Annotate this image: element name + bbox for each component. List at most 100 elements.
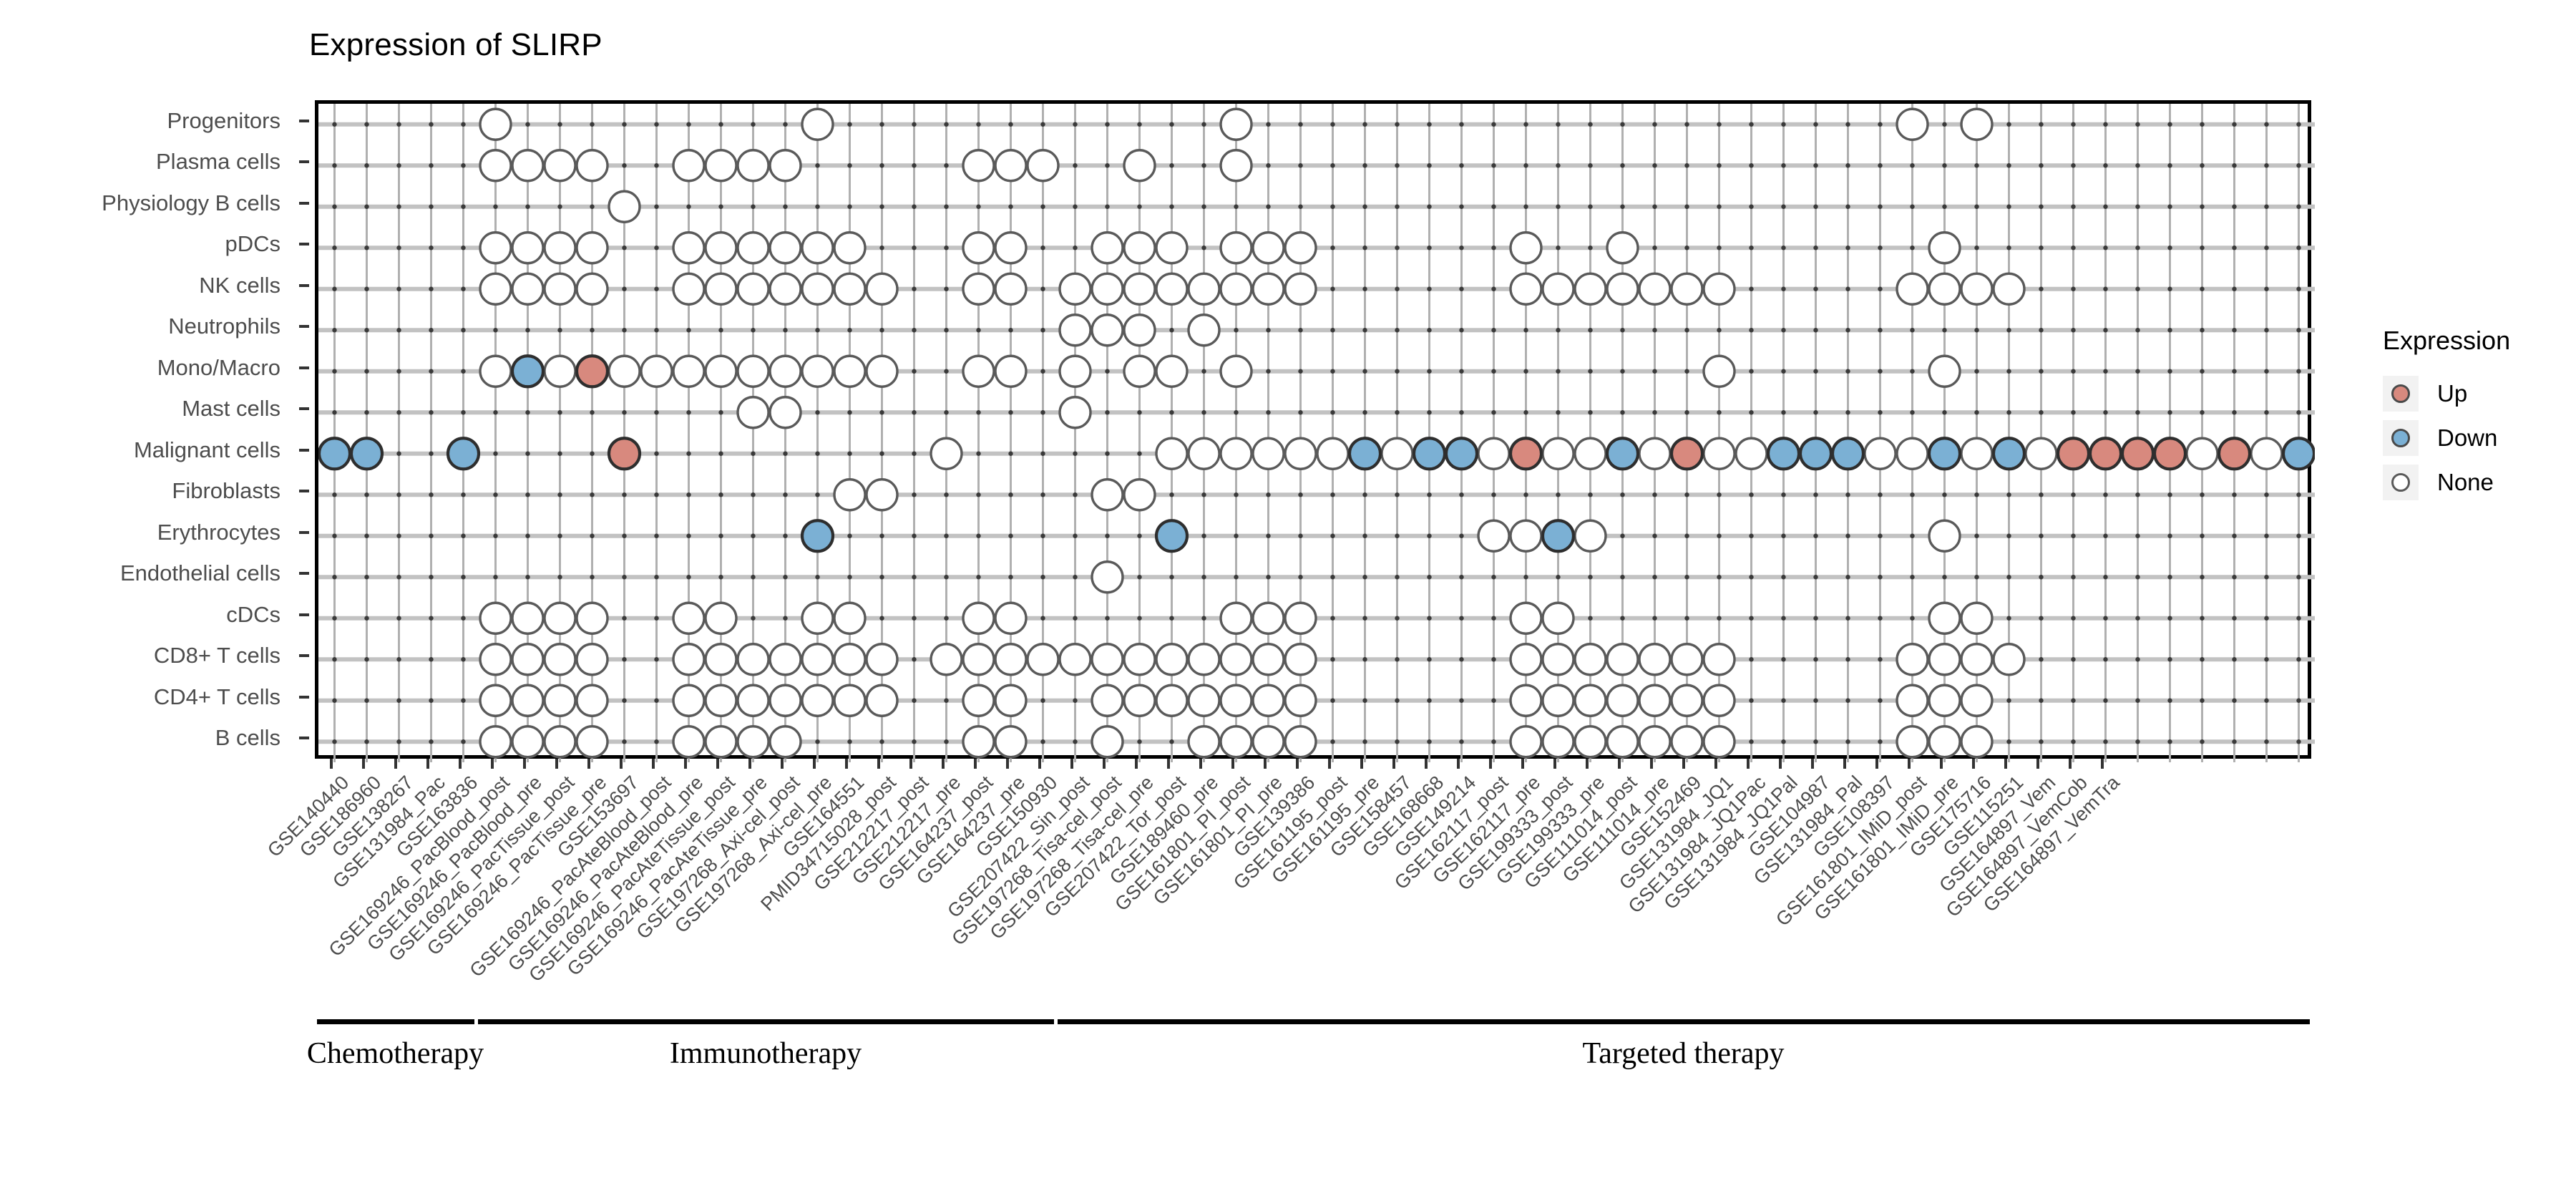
group-label: Chemotherapy: [306, 1037, 484, 1070]
x-axis-tick: [1682, 759, 1685, 769]
group-bracket: [477, 1019, 1054, 1024]
x-axis-tick: [1295, 759, 1299, 769]
legend-label: None: [2437, 469, 2494, 495]
x-axis-tick: [1199, 759, 1202, 769]
plot-panel: [315, 100, 2315, 762]
x-axis-tick: [1327, 759, 1331, 769]
x-axis-tick: [1553, 759, 1556, 769]
x-axis-tick: [2068, 759, 2072, 769]
group-label: Targeted therapy: [1582, 1037, 1785, 1070]
y-axis-label: Mast cells: [182, 396, 280, 422]
y-axis-label: B cells: [215, 725, 280, 751]
y-axis-tick: [299, 160, 309, 164]
y-axis-tick: [299, 243, 309, 246]
x-axis-tick: [1166, 759, 1170, 769]
group-bracket: [1057, 1019, 2310, 1024]
x-axis-tick: [1843, 759, 1846, 769]
x-axis-tick: [2004, 759, 2007, 769]
legend-title: Expression: [2383, 326, 2511, 355]
x-axis-tick: [2036, 759, 2039, 769]
legend-item[interactable]: None: [2383, 460, 2569, 505]
x-axis-tick: [1778, 759, 1782, 769]
legend-item[interactable]: Down: [2383, 416, 2569, 460]
y-axis-label: cDCs: [226, 601, 280, 627]
page-title: Expression of SLIRP: [309, 27, 602, 62]
y-axis-label: Physiology B cells: [102, 190, 280, 215]
x-axis-tick: [426, 759, 429, 769]
y-axis-tick: [299, 695, 309, 699]
x-axis-tick: [973, 759, 977, 769]
x-axis-tick: [1070, 759, 1073, 769]
x-axis-tick: [683, 759, 687, 769]
y-axis-tick: [299, 325, 309, 329]
y-axis-label: CD4+ T cells: [153, 684, 280, 709]
y-axis-tick: [299, 448, 309, 452]
x-axis-tick: [941, 759, 945, 769]
x-axis-tick: [1810, 759, 1814, 769]
y-axis-tick: [299, 283, 309, 287]
x-axis-tick: [555, 759, 558, 769]
x-axis-tick: [1360, 759, 1363, 769]
x-axis-tick: [1875, 759, 1878, 769]
x-axis-tick: [1585, 759, 1589, 769]
x-axis-tick: [1231, 759, 1234, 769]
legend-item[interactable]: Up: [2383, 371, 2569, 416]
y-axis-label: Neutrophils: [168, 314, 280, 339]
y-axis-tick: [299, 407, 309, 411]
x-axis-tick: [1488, 759, 1492, 769]
legend-swatch: [2383, 376, 2419, 412]
x-axis-tick: [394, 759, 397, 769]
x-axis-tick: [329, 759, 333, 769]
x-axis-tick: [1456, 759, 1460, 769]
legend-dot-icon: [2391, 384, 2410, 403]
x-axis-tick: [2100, 759, 2104, 769]
y-axis-label: Plasma cells: [156, 149, 280, 175]
x-axis-tick: [716, 759, 719, 769]
x-axis-tick: [877, 759, 880, 769]
legend-swatch: [2383, 420, 2419, 456]
y-axis-label: NK cells: [199, 272, 280, 298]
x-axis-tick: [1392, 759, 1395, 769]
legend-label: Up: [2437, 380, 2468, 407]
x-axis-tick: [619, 759, 623, 769]
legend-swatch: [2383, 465, 2419, 500]
x-axis-tick: [1102, 759, 1106, 769]
y-axis-tick: [299, 119, 309, 122]
y-axis-tick: [299, 613, 309, 616]
group-label: Immunotherapy: [669, 1037, 862, 1070]
x-axis-tick: [1521, 759, 1524, 769]
x-axis-tick: [1134, 759, 1138, 769]
x-axis-tick: [458, 759, 462, 769]
x-axis-tick: [522, 759, 526, 769]
x-axis-tick: [1939, 759, 1943, 769]
y-axis-label: Progenitors: [167, 107, 280, 133]
legend-dot-icon: [2391, 473, 2410, 492]
x-axis-tick: [780, 759, 784, 769]
x-axis-tick: [651, 759, 655, 769]
y-axis-label: pDCs: [225, 231, 280, 257]
x-axis-tick: [1971, 759, 1975, 769]
x-axis-tick: [812, 759, 816, 769]
legend-dot-icon: [2391, 429, 2410, 447]
dot-matrix: [318, 107, 2315, 759]
y-axis-tick: [299, 201, 309, 205]
y-axis-tick: [299, 572, 309, 575]
legend-label: Down: [2437, 424, 2498, 451]
y-axis-label: CD8+ T cells: [153, 643, 280, 669]
y-axis-tick: [299, 366, 309, 369]
x-axis-tick: [748, 759, 751, 769]
y-axis-tick: [299, 654, 309, 658]
x-axis-tick: [1907, 759, 1911, 769]
x-axis-tick: [1746, 759, 1750, 769]
y-axis-tick: [299, 490, 309, 493]
x-axis-tick: [1038, 759, 1041, 769]
y-axis-label: Erythrocytes: [157, 519, 280, 545]
x-axis-tick: [1714, 759, 1717, 769]
x-axis-tick: [1263, 759, 1267, 769]
x-axis-tick: [490, 759, 494, 769]
x-axis-tick: [1005, 759, 1009, 769]
